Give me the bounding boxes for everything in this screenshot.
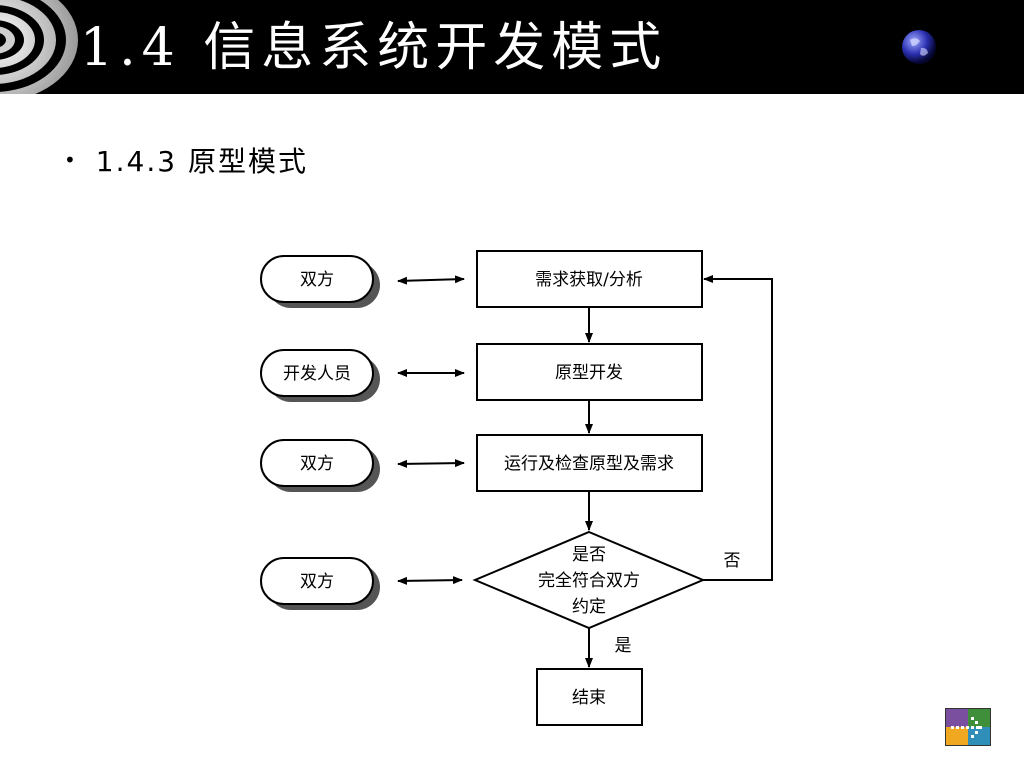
actor-pill-2: 开发人员 — [260, 349, 380, 402]
decision-line: 是否 — [572, 545, 606, 565]
step-box-prototype: 原型开发 — [476, 343, 703, 401]
actor-label: 双方 — [300, 270, 334, 290]
actor-pill-4: 双方 — [260, 557, 380, 610]
step-box-requirements: 需求获取/分析 — [476, 250, 703, 308]
next-slide-icon[interactable] — [945, 708, 991, 746]
bullet-dot: • — [64, 148, 78, 172]
no-label: 否 — [724, 551, 741, 571]
actor-pill-3: 双方 — [260, 439, 380, 492]
step-box-run-check: 运行及检查原型及需求 — [476, 434, 703, 492]
step-label: 原型开发 — [555, 363, 623, 383]
actor-pill-1: 双方 — [260, 255, 380, 308]
feedback-loop-arrow — [703, 275, 773, 581]
spiral-icon — [0, 0, 78, 94]
bidirectional-arrow — [397, 275, 465, 285]
yes-label: 是 — [615, 636, 632, 656]
title-bar: 1.4 信息系统开发模式 — [0, 0, 1024, 94]
bullet-text: 1.4.3 原型模式 — [95, 145, 308, 178]
decision-diamond: 是否 完全符合双方 约定 — [472, 530, 706, 630]
bullet-item: • 1.4.3 原型模式 — [64, 140, 308, 180]
end-box: 结束 — [536, 668, 643, 726]
bidirectional-arrow — [397, 576, 463, 585]
bidirectional-arrow — [397, 459, 465, 468]
decision-line: 约定 — [572, 597, 606, 617]
actor-label: 双方 — [300, 572, 334, 592]
actor-label: 双方 — [300, 454, 334, 474]
end-label: 结束 — [572, 688, 606, 708]
actor-label: 开发人员 — [283, 364, 351, 384]
step-label: 需求获取/分析 — [535, 270, 643, 290]
slide-title: 1.4 信息系统开发模式 — [80, 18, 668, 78]
decision-line: 完全符合双方 — [538, 571, 640, 591]
globe-icon — [900, 28, 938, 66]
step-label: 运行及检查原型及需求 — [504, 454, 674, 474]
